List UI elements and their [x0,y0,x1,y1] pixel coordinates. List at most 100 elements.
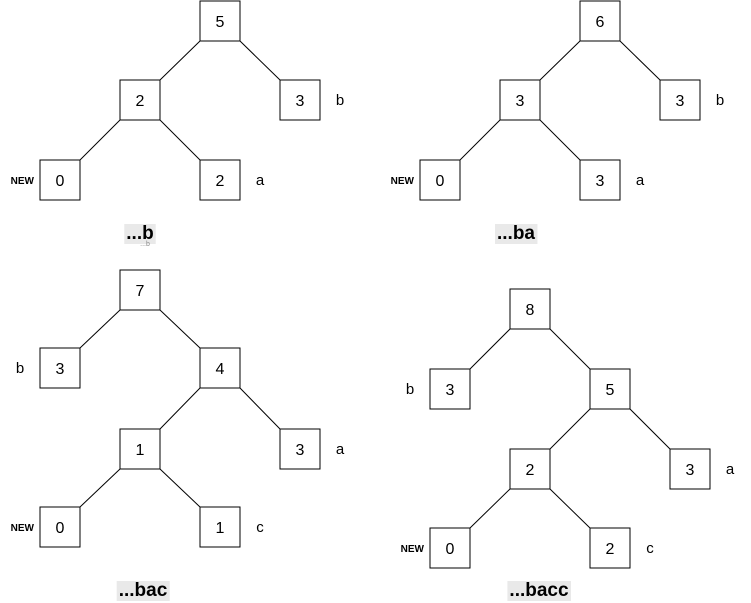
tree-node: 5 [589,368,631,410]
node-value: 4 [216,361,225,378]
node-box [119,79,161,121]
tree-edge [539,119,581,161]
new-node-tag: NEW [11,523,35,534]
node-box [579,0,621,42]
node-box [429,368,471,410]
tree-edge [159,309,201,349]
tree-edge [619,40,661,81]
node-value: 3 [446,382,455,399]
node-box [39,159,81,201]
node-box [589,368,631,410]
node-value: 7 [136,283,145,300]
node-value: 3 [56,361,65,378]
tree-caption: ...ba [497,223,535,244]
tree-node: 3 [669,448,711,490]
tree-node: 4 [199,347,241,389]
node-value: 1 [136,442,145,459]
caption-highlight [116,581,170,601]
node-value: 0 [56,520,65,537]
tree-edge [159,468,201,508]
tree-node: 3 [579,159,621,201]
tree-edge [159,387,201,430]
tree-edge [159,40,201,81]
tree-node: 2 [119,79,161,121]
tree-edge [79,468,121,508]
symbol-label: a [336,441,345,458]
node-value: 3 [596,173,605,190]
new-node-tag: NEW [11,176,35,187]
tree-node: 1 [199,506,241,548]
node-value: 2 [526,462,535,479]
node-value: 5 [216,14,225,31]
node-value: 3 [676,93,685,110]
node-box [279,428,321,470]
tree-edge [239,40,281,81]
node-box [579,159,621,201]
new-node-tag: NEW [401,544,425,555]
node-value: 3 [296,93,305,110]
node-value: 6 [596,14,605,31]
symbol-label: b [16,360,24,377]
symbol-label: b [716,92,724,109]
node-box [509,288,551,330]
symbol-label: c [256,519,264,536]
symbol-label: a [256,172,265,189]
tree-edge [549,408,591,450]
node-value: 0 [446,541,455,558]
node-box [659,79,701,121]
tree-node: 3 [279,79,321,121]
tree-node: 2 [589,527,631,569]
tree-node: 1 [119,428,161,470]
node-box [429,527,471,569]
tree-edge [79,119,121,161]
tree-node: 3 [429,368,471,410]
tree-node: 7 [119,269,161,311]
tree-node: 3 [279,428,321,470]
new-node-tag: NEW [391,176,415,187]
caption-highlight [507,581,571,601]
tree-node: 0 [39,159,81,201]
tree-node: 5 [199,0,241,42]
caption-ghost-text: ...b [140,241,150,248]
node-box [589,527,631,569]
node-value: 2 [136,93,145,110]
node-box [119,428,161,470]
tree-node: 2 [509,448,551,490]
node-value: 1 [216,520,225,537]
tree-edge [539,40,581,81]
symbol-label: c [646,540,654,557]
tree-edge [239,387,281,430]
tree-node: 3 [39,347,81,389]
symbol-label: b [406,381,414,398]
node-box [509,448,551,490]
node-box [199,159,241,201]
tree-node: 0 [419,159,461,201]
node-box [499,79,541,121]
symbol-label: b [336,92,344,109]
node-value: 0 [56,173,65,190]
tree-edge [469,488,511,529]
tree-node: 8 [509,288,551,330]
node-value: 5 [606,382,615,399]
caption-highlight [494,224,538,244]
node-box [419,159,461,201]
tree-node: 0 [39,506,81,548]
node-value: 8 [526,302,535,319]
node-value: 2 [216,173,225,190]
node-value: 3 [296,442,305,459]
node-box [199,0,241,42]
node-value: 2 [606,541,615,558]
tree-edge [159,119,201,161]
tree-node: 6 [579,0,621,42]
tree-edge [629,408,671,450]
node-box [199,506,241,548]
symbol-label: a [726,461,735,478]
tree-edge [459,119,501,161]
tree-caption: ...bac [119,580,168,601]
node-value: 3 [686,462,695,479]
symbol-label: a [636,172,645,189]
node-box [119,269,161,311]
